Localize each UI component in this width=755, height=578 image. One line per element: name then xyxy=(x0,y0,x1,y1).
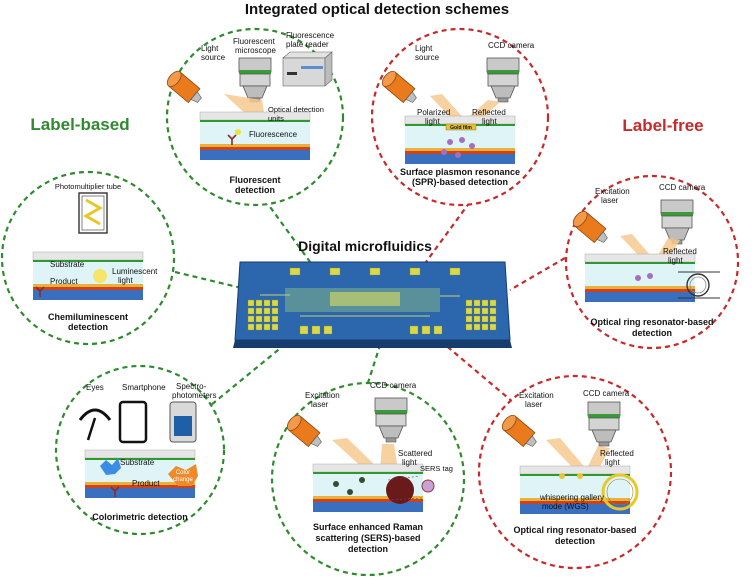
smartphone-icon xyxy=(118,400,148,444)
sers-laser-label: Excitation xyxy=(305,391,340,400)
product-label: Product xyxy=(50,277,78,286)
panel-fluorescent: Light source Fluorescent microscope Fluo… xyxy=(164,27,345,207)
panel-colorimetric: Eyes Smartphone Spectro- photometers Sub… xyxy=(54,364,226,536)
ring1-laser-label: Excitation xyxy=(595,187,630,196)
ring1-camera-label: CCD camera xyxy=(659,183,706,192)
ring1-caption-2: detection xyxy=(632,328,672,338)
substrate-label: Substrate xyxy=(50,260,85,269)
spr-reflected-label: Reflected xyxy=(472,108,506,117)
spr-caption: Surface plasmon resonance xyxy=(400,167,520,177)
digital-microfluidics-chip: Digital microfluidics xyxy=(233,238,512,348)
panel-chemiluminescent: Photomultiplier tube Substrate Product L… xyxy=(0,170,176,346)
polarized-label-2: light xyxy=(425,117,440,126)
ring-resonator-icon xyxy=(678,271,720,299)
smartphone-label: Smartphone xyxy=(122,383,166,392)
color-substrate-label: Substrate xyxy=(120,458,155,467)
connector-fluorescent xyxy=(264,199,346,311)
plate-reader-label: Fluorescence xyxy=(286,31,335,40)
spr-light-label: Light xyxy=(415,44,433,53)
spectro-label-2: photometers xyxy=(172,391,216,400)
ring1-reflected-label-2: light xyxy=(668,256,683,265)
panel-sers: Excitation laser CCD camera Scattered li… xyxy=(270,381,466,577)
ring2-laser-label: Excitation xyxy=(519,391,554,400)
color-product-label: Product xyxy=(132,479,160,488)
chemi-caption-2: detection xyxy=(68,322,108,332)
connector-ring1 xyxy=(509,257,566,291)
gold-film-label: Gold film xyxy=(450,125,472,131)
microscope-label: Fluorescent xyxy=(233,37,276,46)
eyes-label: Eyes xyxy=(86,383,104,392)
ring2-laser-label-2: laser xyxy=(525,400,543,409)
sers-tag-label: SERS tag xyxy=(420,464,453,473)
light-source-label: Light xyxy=(201,44,219,53)
color-change-label: Color xyxy=(176,470,190,476)
microscope-label-2: microscope xyxy=(235,46,276,55)
chemi-caption: Chemiluminescent xyxy=(48,312,128,322)
light-source-label-2: source xyxy=(201,53,226,62)
main-title: Integrated optical detection schemes xyxy=(245,1,509,18)
units-label-2: units xyxy=(268,114,284,123)
spr-caption-2: (SPR)-based detection xyxy=(412,177,508,187)
ring2-reflected-label: Reflected xyxy=(600,449,634,458)
units-label: Optical detection xyxy=(268,105,324,114)
sers-caption-2: scattering (SERS)-based xyxy=(315,533,420,543)
color-change-label-2: change xyxy=(173,477,193,483)
wgm-label-2: mode (WGS) xyxy=(542,502,589,511)
spr-light-label-2: source xyxy=(415,53,440,62)
scattered-label-2: light xyxy=(402,458,417,467)
sers-camera-label: CCD camera xyxy=(370,381,417,390)
wgm-label: whispering gallery xyxy=(539,493,604,502)
fluorescence-label: Fluorescence xyxy=(249,130,298,139)
label-free-heading: Label-free xyxy=(622,116,703,135)
ring2-caption-2: detection xyxy=(555,536,595,546)
panel-ring-resonator-2: Excitation laser CCD camera Reflected li… xyxy=(477,374,673,570)
ring2-reflected-label-2: light xyxy=(605,458,620,467)
luminescent-label: Luminescent xyxy=(112,267,158,276)
center-title: Digital microfluidics xyxy=(298,238,432,254)
spr-reflected-label-2: light xyxy=(482,117,497,126)
sers-caption-3: detection xyxy=(348,544,388,554)
fluorescent-caption: Fluorescent xyxy=(229,175,280,185)
connector-ring2 xyxy=(429,331,521,409)
pmt-icon xyxy=(78,192,108,234)
polarized-label: Polarized xyxy=(417,108,450,117)
fluorescent-caption-2: detection xyxy=(235,185,275,195)
label-based-heading: Label-based xyxy=(30,115,129,134)
spectrophotometer-icon xyxy=(169,401,197,443)
ring2-camera-label: CCD camera xyxy=(583,389,630,398)
color-caption: Colorimetric detection xyxy=(92,512,188,522)
sers-caption: Surface enhanced Raman xyxy=(313,522,423,532)
ring1-laser-label-2: laser xyxy=(601,196,619,205)
spr-camera-label: CCD camera xyxy=(488,41,535,50)
panel-ring-resonator-1: Excitation laser CCD camera Reflected li… xyxy=(564,174,740,350)
panel-spr: Light source CCD camera Polarized light … xyxy=(370,27,550,207)
ring2-caption: Optical ring resonator-based xyxy=(513,525,636,535)
plate-reader-label-2: plate reader xyxy=(286,40,329,49)
pmt-label: Photomultiplier tube xyxy=(55,182,121,191)
ring1-reflected-label: Reflected xyxy=(663,247,697,256)
ring1-caption: Optical ring resonator-based xyxy=(590,317,713,327)
spectro-label: Spectro- xyxy=(176,382,207,391)
scattered-label: Scattered xyxy=(398,449,432,458)
wgm-ring-icon xyxy=(601,473,639,511)
plate-reader-icon xyxy=(282,51,333,87)
connector-chemi xyxy=(174,270,251,292)
luminescent-label-2: light xyxy=(118,276,133,285)
eye-icon xyxy=(78,408,112,441)
sers-laser-label-2: laser xyxy=(311,400,329,409)
